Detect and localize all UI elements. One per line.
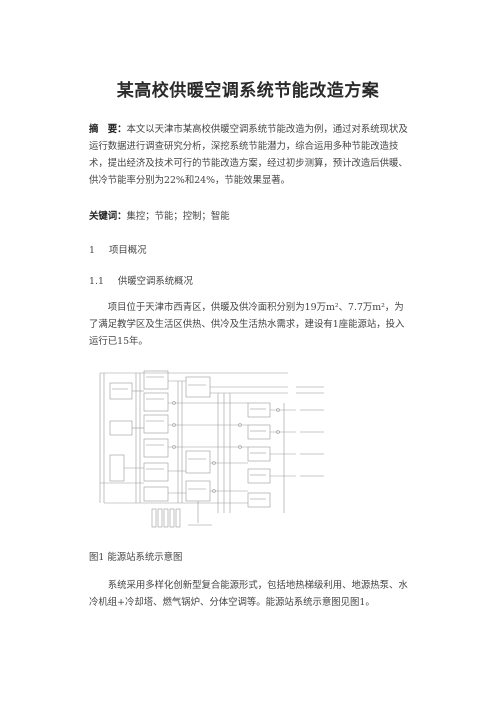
- abstract-text: 本文以天津市某高校供暖空调系统节能改造为例，通过对系统现状及运行数据进行调查研究…: [89, 124, 408, 186]
- body-paragraph-2: 系统采用多样化创新型复合能源形式，包括地热梯级利用、地源热泵、水冷机组+冷却塔、…: [89, 580, 408, 608]
- keywords-label: 关键词：: [89, 211, 127, 222]
- subsection-title: 供暖空调系统概况: [117, 276, 193, 287]
- section-heading-1: 1 项目概况: [89, 242, 146, 256]
- body-paragraph-1: 项目位于天津市西青区，供暖及供冷面积分别为19万m²、7.7万m²，为了满足教学…: [89, 302, 405, 347]
- section-heading-1-1: 1.1 供暖空调系统概况: [89, 273, 193, 287]
- subsection-number: 1.1: [89, 276, 104, 287]
- section-title: 项目概况: [108, 245, 147, 256]
- figure-caption: 图1 能源站系统示意图: [89, 552, 183, 563]
- document-title: 某高校供暖空调系统节能改造方案: [116, 81, 380, 101]
- keywords-line: 关键词：集控；节能；控制；智能: [89, 208, 409, 225]
- energy-station-diagram: [99, 370, 324, 528]
- abstract-paragraph: 摘 要：本文以天津市某高校供暖空调系统节能改造为例，通过对系统现状及运行数据进行…: [89, 121, 409, 189]
- keywords-text: 集控；节能；控制；智能: [126, 211, 230, 222]
- section-number: 1: [89, 245, 95, 256]
- abstract-label: 摘 要：: [89, 124, 127, 135]
